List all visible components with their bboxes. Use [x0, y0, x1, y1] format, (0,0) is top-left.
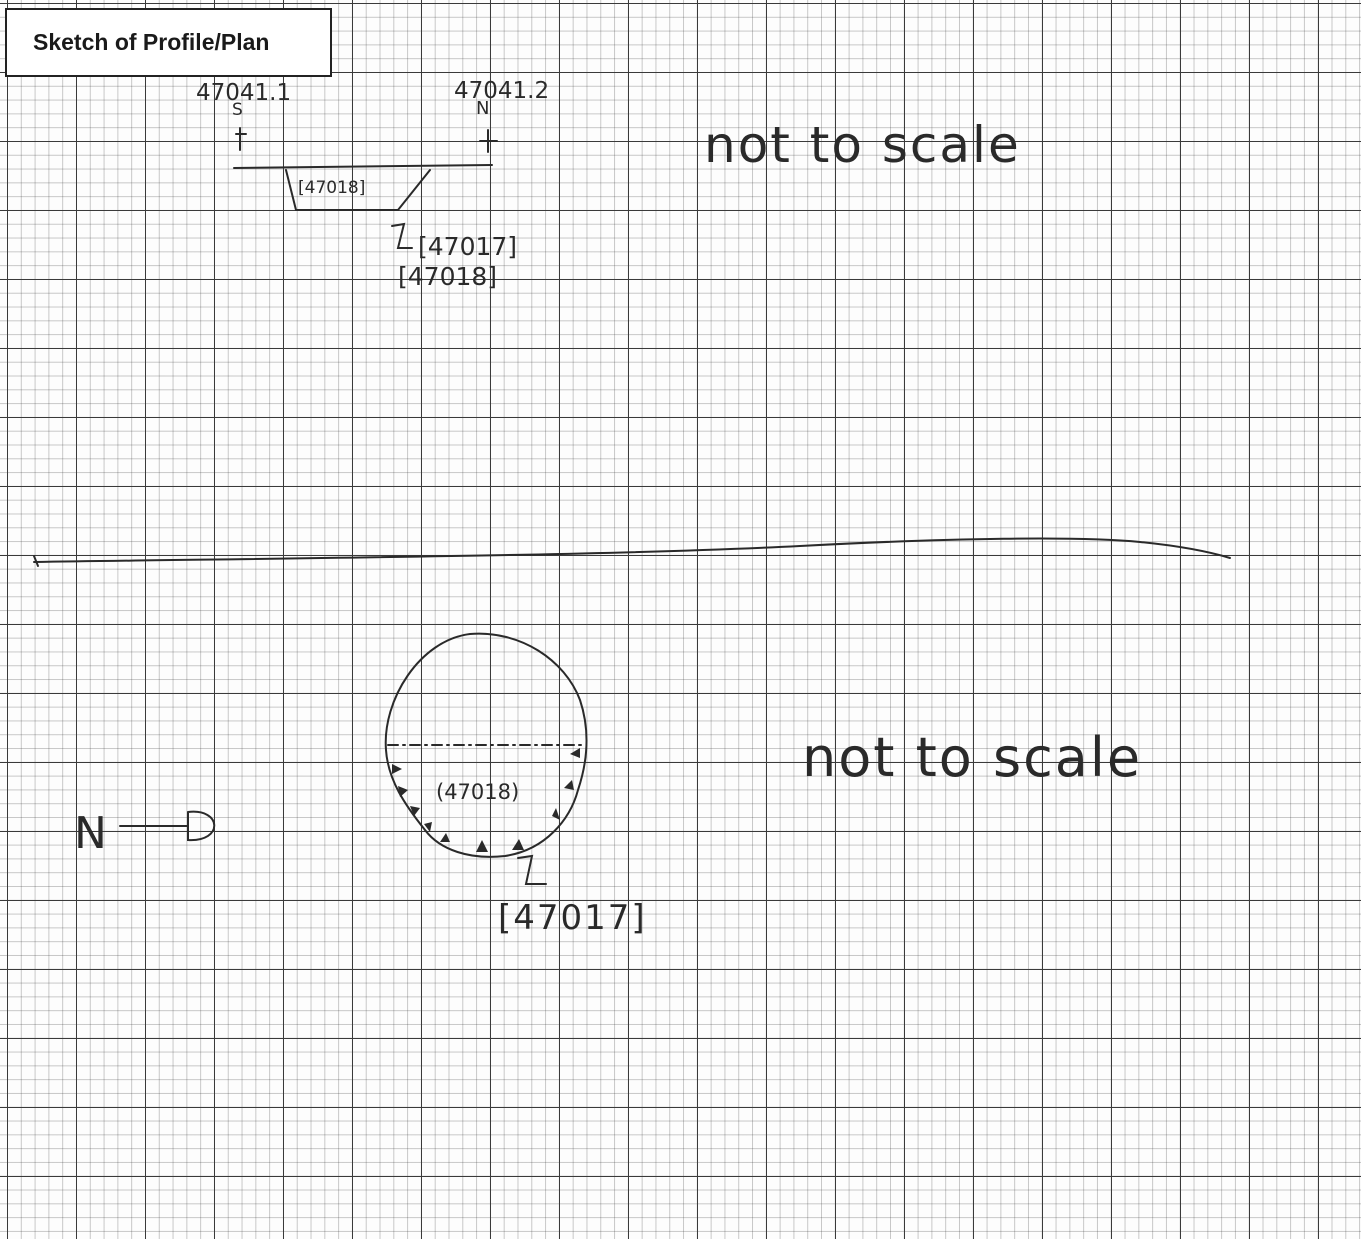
page-title: Sketch of Profile/Plan — [33, 29, 270, 55]
feature-plan-outline — [384, 632, 588, 858]
hachure-mark-2 — [398, 786, 408, 797]
hachure-marks — [392, 748, 580, 852]
survey-point-north-marker — [479, 129, 498, 153]
hachure-mark-1 — [392, 764, 402, 774]
hachure-mark-9 — [564, 780, 574, 790]
profile-fill-label: [47018] — [398, 262, 498, 291]
hachure-mark-7 — [512, 839, 524, 850]
north-arrow-label: N — [74, 808, 107, 859]
profile-fill-outline — [285, 169, 431, 211]
survey-point-south-marker — [235, 127, 247, 151]
plan-cut-label: [47017] — [498, 898, 647, 938]
hachure-mark-4 — [424, 822, 432, 832]
ground-line-end-tick — [33, 555, 39, 567]
hachure-mark-3 — [410, 806, 420, 816]
point-south-id: 47041.1 — [196, 80, 292, 106]
cut-leader-line — [391, 222, 413, 249]
point-south-dir: S — [232, 100, 243, 120]
plan-fill-label: (47018) — [436, 780, 520, 804]
hachure-mark-6 — [476, 840, 488, 852]
hachure-mark-10 — [570, 748, 580, 758]
title-box: Sketch of Profile/Plan — [5, 8, 332, 77]
point-north-id: 47041.2 — [454, 78, 550, 104]
north-arrow-icon — [119, 810, 216, 842]
profile-cut-label: [47017] — [418, 232, 518, 261]
ground-profile-line — [33, 537, 1231, 563]
hachure-mark-5 — [440, 833, 450, 842]
profile-scale-note: not to scale — [704, 116, 1021, 174]
cut-leader-plan — [517, 854, 547, 885]
plan-scale-note: not to scale — [802, 726, 1143, 789]
point-north-dir: N — [476, 98, 490, 119]
profile-surface-line — [233, 164, 493, 169]
hachure-mark-8 — [552, 808, 560, 820]
profile-context-fill-label: [47018] — [298, 178, 366, 198]
